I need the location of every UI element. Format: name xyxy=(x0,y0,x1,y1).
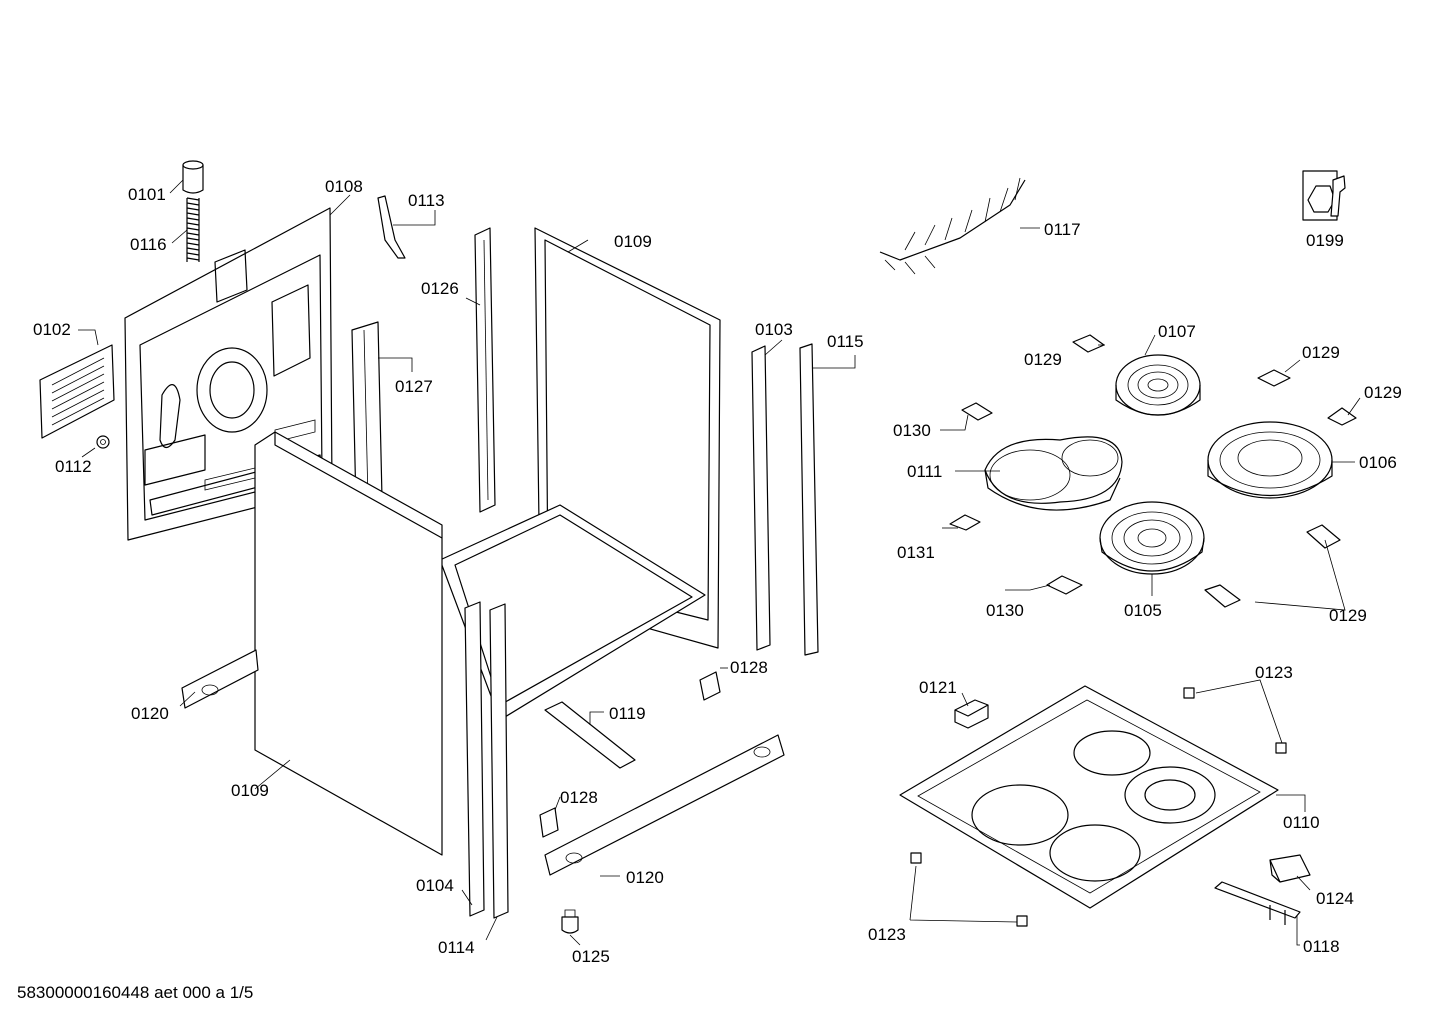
part-0129-clip-b xyxy=(1257,369,1291,387)
document-id: 58300000160448 aet 000 a 1/5 xyxy=(17,983,253,1002)
label-0105: 0105 xyxy=(1124,601,1162,620)
label-0115: 0115 xyxy=(827,332,864,351)
label-0131: 0131 xyxy=(897,543,935,562)
part-0123-bracket-b xyxy=(1275,742,1287,754)
part-0105-heating-element xyxy=(1099,501,1205,575)
label-0120-b: 0120 xyxy=(626,868,664,887)
leader-lines xyxy=(78,179,1361,946)
label-0106: 0106 xyxy=(1359,453,1397,472)
part-0120-foot-rail-right xyxy=(544,734,785,876)
label-0121: 0121 xyxy=(919,678,957,697)
label-0102: 0102 xyxy=(33,320,71,339)
part-0129-clip-c xyxy=(1327,407,1357,426)
label-0199: 0199 xyxy=(1306,231,1344,250)
part-0112-clip xyxy=(96,435,110,449)
part-0119-slide-rail xyxy=(544,701,636,769)
part-0106-heating-element xyxy=(1207,421,1333,499)
label-0111: 0111 xyxy=(907,462,942,481)
part-0107-heating-element xyxy=(1115,354,1201,416)
label-0101: 0101 xyxy=(128,185,166,204)
part-0109-side-panel-left xyxy=(254,431,443,856)
part-0130-clip-a xyxy=(961,402,993,421)
part-0199-tool-icon xyxy=(1302,170,1346,221)
part-0121-control-knob-housing xyxy=(954,699,989,729)
label-0108: 0108 xyxy=(325,177,363,196)
label-0126: 0126 xyxy=(421,279,459,298)
label-0117: 0117 xyxy=(1044,220,1081,239)
label-0112: 0112 xyxy=(55,457,92,476)
part-0114-front-rail xyxy=(489,603,509,919)
part-0111-heating-element xyxy=(984,436,1123,511)
part-0130-clip-b xyxy=(1046,575,1083,595)
part-0129-clip-e xyxy=(1204,584,1241,608)
label-0113: 0113 xyxy=(408,191,445,210)
label-0103: 0103 xyxy=(755,320,793,339)
label-0129-b: 0129 xyxy=(1302,343,1340,362)
label-0110: 0110 xyxy=(1283,813,1320,832)
part-0115-side-rail xyxy=(799,343,819,656)
label-0129-a: 0129 xyxy=(1024,350,1062,369)
part-0123-bracket-c xyxy=(910,852,922,864)
part-0125-adjustable-foot xyxy=(561,909,579,934)
label-0118: 0118 xyxy=(1303,937,1340,956)
label-0128-a: 0128 xyxy=(730,658,768,677)
label-0109-bottom: 0109 xyxy=(231,781,269,800)
label-0116: 0116 xyxy=(130,235,167,254)
part-0128-clip-lower xyxy=(539,807,559,838)
part-0116-spring xyxy=(186,197,200,262)
part-0120-foot-rail-left xyxy=(181,649,259,709)
part-0104-front-rail xyxy=(464,601,485,917)
label-0129-d: 0129 xyxy=(1329,606,1367,625)
part-0103-side-rail xyxy=(751,345,771,651)
part-0118-connector-bar xyxy=(1214,881,1301,925)
label-0120-a: 0120 xyxy=(131,704,169,723)
part-0101-cap xyxy=(182,160,204,194)
part-0124-terminal-block xyxy=(1269,854,1311,883)
part-0117-wiring-harness xyxy=(879,177,1026,275)
label-0114: 0114 xyxy=(438,938,475,957)
label-0119: 0119 xyxy=(609,704,646,723)
label-0129-c: 0129 xyxy=(1364,383,1402,402)
label-0104: 0104 xyxy=(416,876,454,895)
part-0110-glass-cooktop xyxy=(899,685,1279,909)
label-0109-top: 0109 xyxy=(614,232,652,251)
part-0113-bracket xyxy=(377,195,406,259)
label-0125: 0125 xyxy=(572,947,610,966)
part-0102-vent-grille xyxy=(39,344,115,439)
label-0124: 0124 xyxy=(1316,889,1354,908)
part-0129-clip-d xyxy=(1306,524,1341,549)
label-0127: 0127 xyxy=(395,377,433,396)
label-0123-b: 0123 xyxy=(868,925,906,944)
label-0130-a: 0130 xyxy=(893,421,931,440)
part-labels: 0101 0116 0108 0113 0126 0109 0102 0112 … xyxy=(33,177,1402,966)
part-0131-clip xyxy=(949,514,981,531)
part-0123-bracket-d xyxy=(1016,915,1028,927)
part-0129-clip-a xyxy=(1072,334,1105,353)
label-0107: 0107 xyxy=(1158,322,1196,341)
label-0123-a: 0123 xyxy=(1255,663,1293,682)
part-0126-rail xyxy=(474,227,496,513)
label-0130-b: 0130 xyxy=(986,601,1024,620)
part-0123-bracket-a xyxy=(1183,687,1195,699)
part-0128-clip-upper xyxy=(699,671,721,701)
label-0128-b: 0128 xyxy=(560,788,598,807)
